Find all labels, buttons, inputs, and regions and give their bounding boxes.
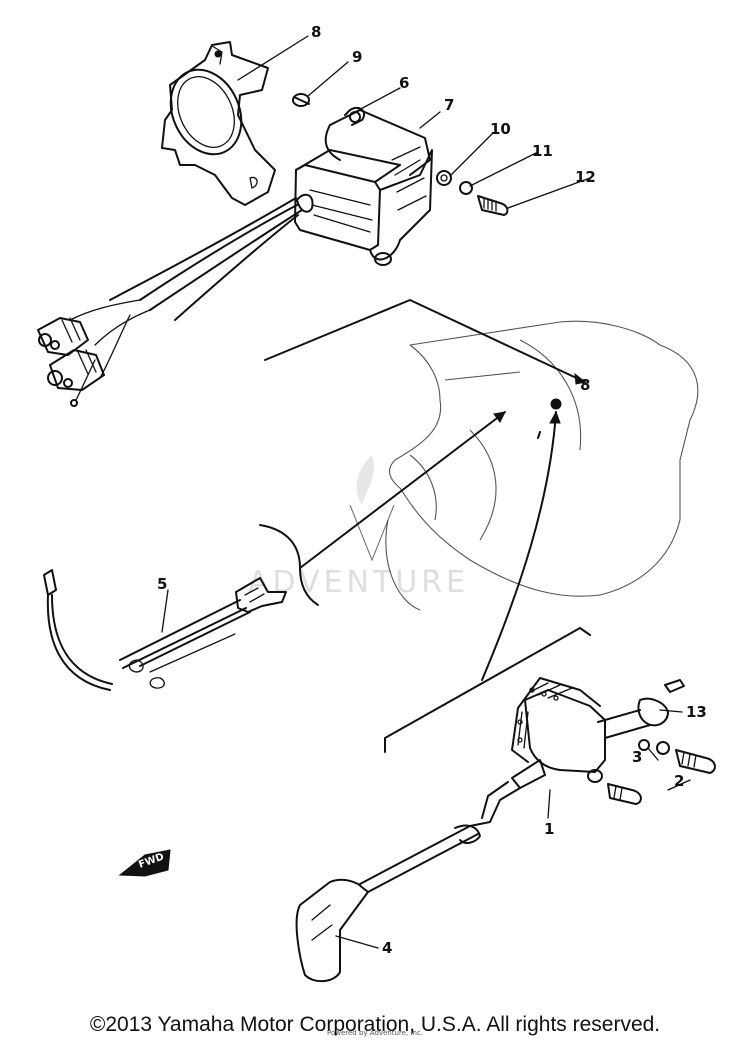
- bracket-plate: [161, 41, 276, 206]
- part-number-1: 1: [544, 820, 554, 838]
- fasteners-top: [436, 170, 509, 216]
- copyright-notice: ©2013 Yamaha Motor Corporation, U.S.A. A…: [89, 1013, 661, 1036]
- part-number-8: 8: [311, 23, 321, 41]
- part-number-7: 7: [444, 96, 454, 114]
- part-number-12: 12: [575, 168, 596, 186]
- wire-lead: [43, 569, 287, 691]
- group-bracket-top: 8: [264, 299, 590, 394]
- part-number-5: 5: [157, 575, 167, 593]
- wire-connectors: [37, 317, 105, 391]
- group-bracket-middle: [259, 411, 506, 606]
- watermark-text: ADVENTURE: [248, 565, 469, 600]
- leader-lines: [161, 35, 691, 949]
- part-number-2: 2: [674, 772, 684, 790]
- part-numbers: 8 9 6 7 10 11 12 5 13 3 2 1 4: [157, 23, 707, 957]
- fwd-indicator: FWD: [118, 849, 171, 877]
- callout-label: 8: [580, 376, 590, 394]
- spark-plug-lead: [295, 781, 521, 983]
- powered-by-credit: Powered by Adventure, Inc.: [326, 1029, 424, 1037]
- part-number-3: 3: [632, 748, 642, 766]
- fasteners-lower: [587, 679, 716, 805]
- coil-assembly-top: [294, 106, 433, 266]
- part-number-11: 11: [532, 142, 553, 160]
- spacer-9: [292, 93, 310, 107]
- ignition-coil-lower: [511, 677, 651, 789]
- part-number-9: 9: [352, 48, 362, 66]
- group-bracket-bottom: [384, 410, 591, 753]
- mount-point: [550, 398, 562, 410]
- engine-outline: [385, 320, 699, 611]
- part-number-13: 13: [686, 703, 707, 721]
- part-number-6: 6: [399, 74, 409, 92]
- watermark: ADVENTURE: [248, 455, 469, 600]
- part-number-10: 10: [490, 120, 511, 138]
- coil-wire-harness: [69, 197, 303, 407]
- part-number-4: 4: [382, 939, 392, 957]
